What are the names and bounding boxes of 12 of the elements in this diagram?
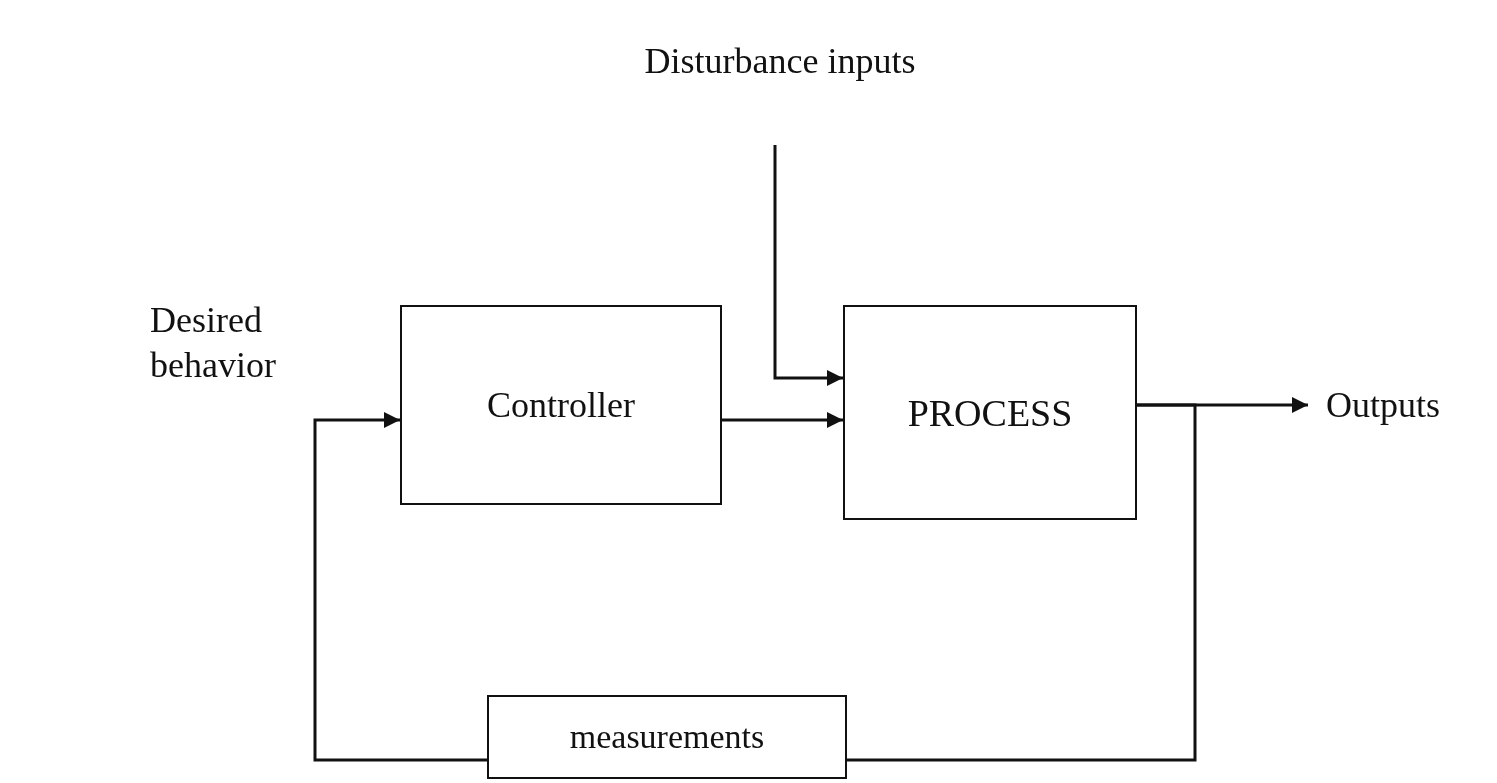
box-label: PROCESS: [907, 390, 1073, 435]
flow-label: Outputs: [1326, 384, 1440, 426]
process-box: [843, 305, 1137, 520]
arrow: [722, 412, 843, 428]
text-label: Desired behavior: [150, 299, 277, 387]
arrow: [313, 412, 487, 762]
process-box: [487, 695, 847, 779]
process-box: [400, 305, 722, 505]
box-label: measurements: [569, 718, 765, 756]
box-label: Controller: [487, 384, 635, 426]
arrow: [773, 145, 843, 386]
flow-label: Disturbance inputs: [644, 40, 916, 82]
